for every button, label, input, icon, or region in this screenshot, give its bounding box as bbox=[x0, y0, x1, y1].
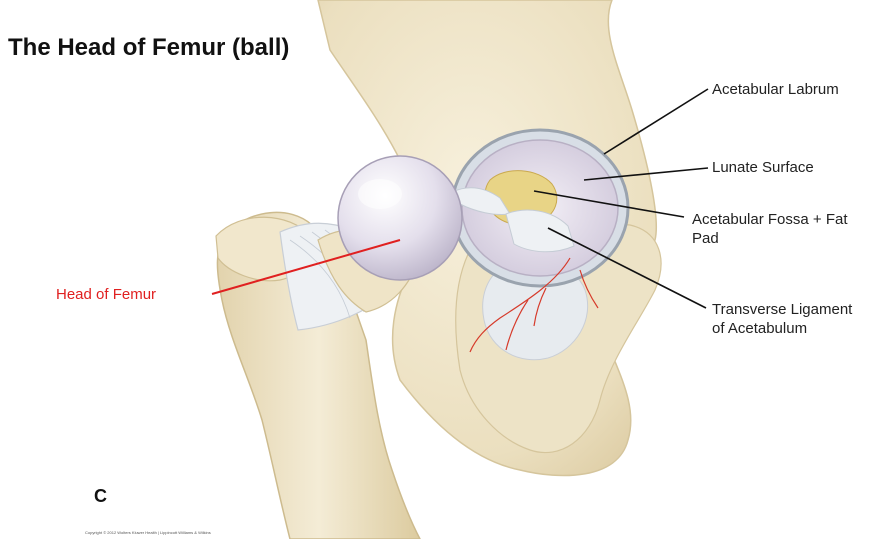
label-transverse-ligament-line1: Transverse Ligament bbox=[712, 300, 852, 319]
label-lunate-surface-text: Lunate Surface bbox=[712, 158, 814, 177]
label-head-of-femur: Head of Femur bbox=[56, 285, 156, 304]
label-acetabular-fossa: Acetabular Fossa + Fat Pad bbox=[692, 210, 848, 248]
label-lunate-surface: Lunate Surface bbox=[712, 158, 814, 177]
label-transverse-ligament: Transverse Ligament of Acetabulum bbox=[712, 300, 852, 338]
label-acetabular-labrum: Acetabular Labrum bbox=[712, 80, 839, 99]
label-acetabular-fossa-line1: Acetabular Fossa + Fat bbox=[692, 210, 848, 229]
label-acetabular-labrum-text: Acetabular Labrum bbox=[712, 80, 839, 99]
head-highlight bbox=[358, 179, 402, 209]
label-transverse-ligament-line2: of Acetabulum bbox=[712, 319, 852, 338]
head-of-femur bbox=[338, 156, 462, 280]
copyright-notice: Copyright © 2012 Wolters Kluwer Health |… bbox=[85, 530, 211, 535]
label-head-of-femur-text: Head of Femur bbox=[56, 285, 156, 304]
page-title: The Head of Femur (ball) bbox=[8, 34, 289, 62]
label-acetabular-fossa-line2: Pad bbox=[692, 229, 848, 248]
panel-letter: C bbox=[94, 486, 107, 507]
